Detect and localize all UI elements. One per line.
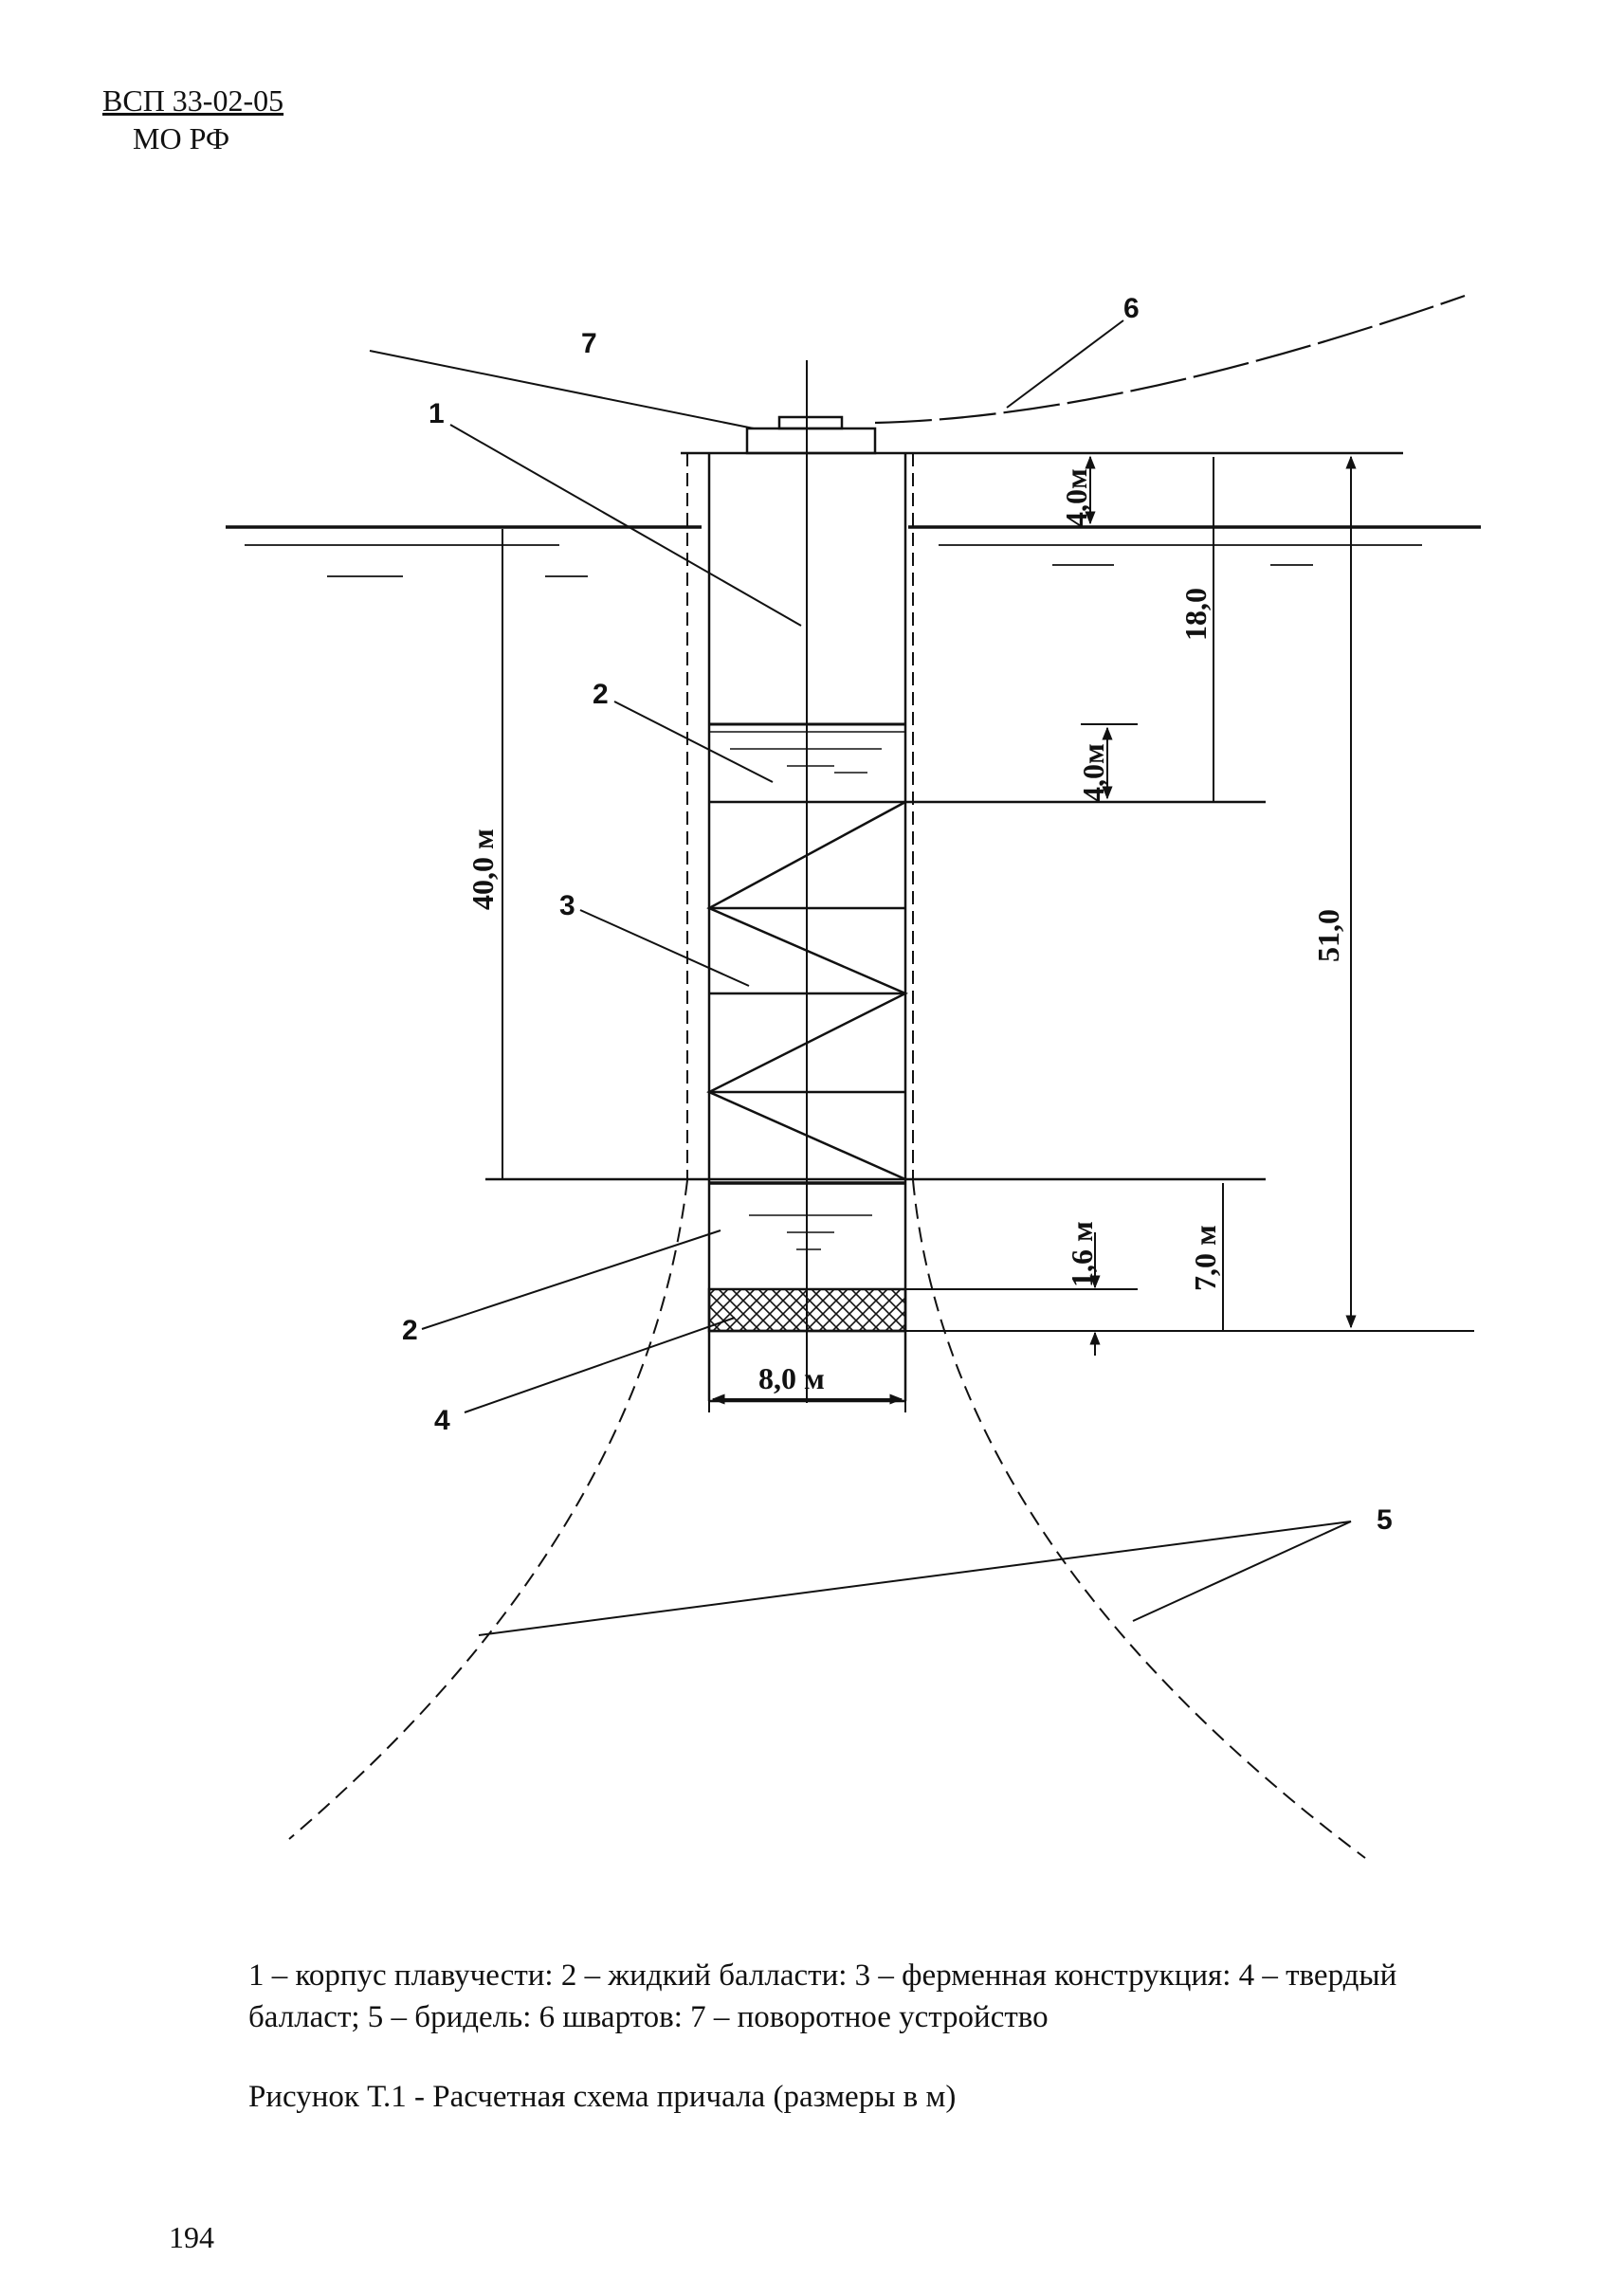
- bridle-lines: [288, 1179, 1366, 1859]
- dimension-labels: 4,0м 18,0 4,0м 40,0 м 51,0 1,6 м 7,0 м 8…: [465, 468, 1345, 1395]
- turning-device: [745, 415, 877, 455]
- liquid-ballast-upper: [709, 722, 1266, 804]
- figure-legend: 1 – корпус плавучести: 2 – жидкий баллас…: [248, 1958, 1397, 2034]
- callout-3: 3: [559, 890, 575, 921]
- hull-outline: [686, 453, 914, 1180]
- callout-5: 5: [1377, 1504, 1393, 1536]
- dim-water-depth: 40,0 м: [465, 829, 500, 910]
- solid-ballast: [707, 1287, 907, 1333]
- callout-4: 4: [434, 1405, 450, 1436]
- page-number: 194: [169, 2220, 214, 2254]
- dim-top-freeboard: 4,0м: [1059, 468, 1093, 527]
- callout-6: 6: [1123, 293, 1140, 324]
- callout-2-upper: 2: [593, 679, 609, 710]
- callout-7: 7: [581, 328, 597, 359]
- dim-liquid-ballast: 4,0м: [1076, 743, 1110, 802]
- document-code: ВСП 33-02-05: [102, 83, 284, 118]
- dim-total-height: 51,0: [1311, 909, 1345, 962]
- dim-lower-section: 7,0 м: [1188, 1225, 1222, 1291]
- figure-title: Рисунок Т.1 - Расчетная схема причала (р…: [248, 2080, 957, 2114]
- callout-labels: 1 2 3 2 4 5 6 7: [402, 293, 1393, 1536]
- dim-width: 8,0 м: [758, 1361, 825, 1395]
- mooring-line: [874, 294, 1466, 425]
- dim-solid-ballast: 1,6 м: [1065, 1221, 1099, 1287]
- liquid-ballast-lower: [749, 1214, 872, 1250]
- leader-lines: [369, 319, 1352, 1636]
- dim-draft-to-ballast: 18,0: [1178, 588, 1213, 641]
- water-surface: [226, 525, 1481, 577]
- callout-2-lower: 2: [402, 1315, 418, 1346]
- callout-1: 1: [429, 398, 445, 429]
- dimension-lines: [502, 455, 1357, 1412]
- organization-label: МО РФ: [133, 121, 230, 155]
- hull-walls: [681, 451, 1403, 1403]
- truss-structure: [485, 800, 1266, 1185]
